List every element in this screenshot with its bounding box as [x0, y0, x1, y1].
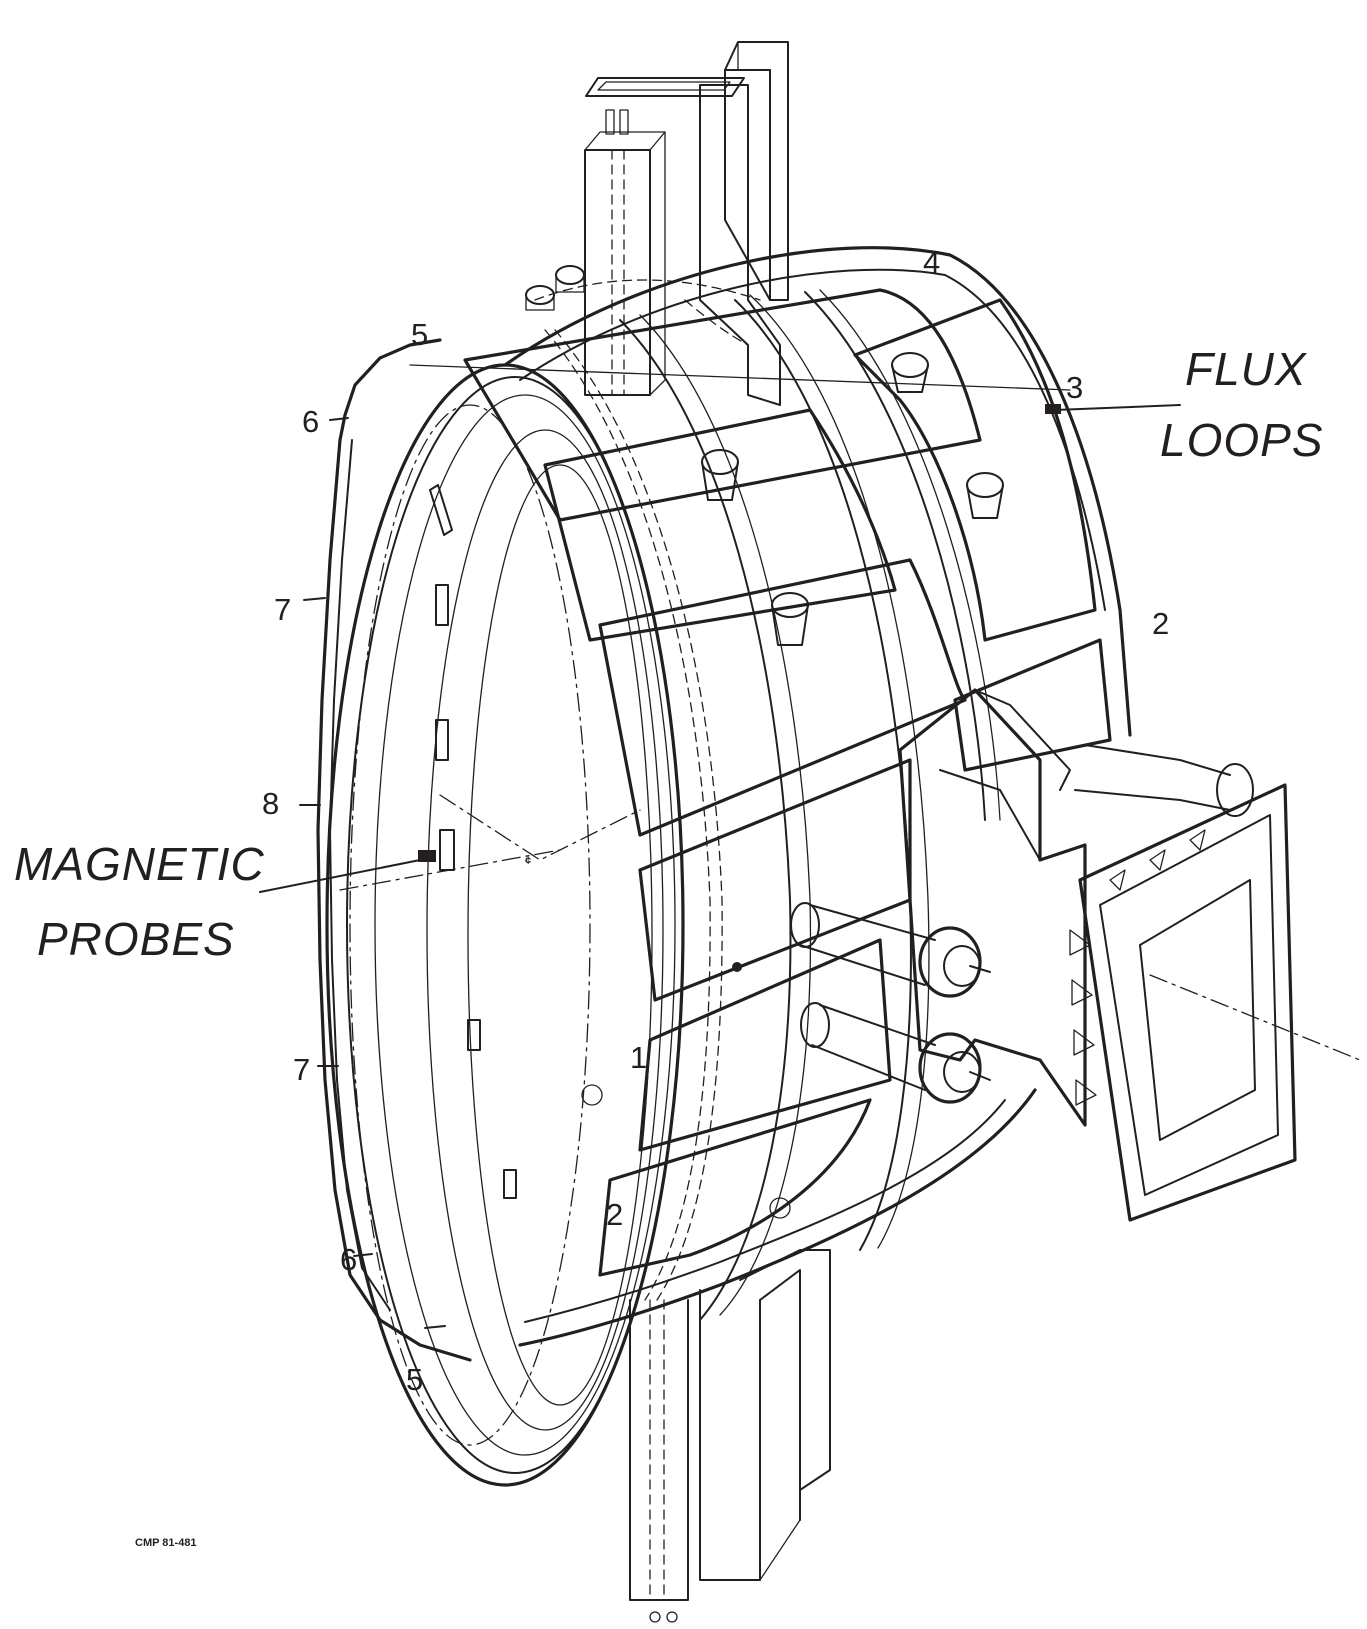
callout-8: 8 — [262, 786, 279, 821]
callout-1: 1 — [630, 1040, 647, 1075]
callout-6-top: 6 — [302, 404, 319, 439]
reference-code: CMP 81-481 — [135, 1537, 197, 1549]
annotations: FLUX LOOPS MAGNETIC PROBES CMP 81-481 — [14, 343, 1324, 1549]
vessel-panels — [463, 288, 1112, 1277]
callout-4: 4 — [923, 245, 940, 280]
vessel-body — [299, 246, 1132, 1487]
side-cylinders — [790, 902, 991, 1104]
bottom-ports — [629, 1249, 831, 1623]
flux-loop-leader — [409, 364, 1181, 414]
callout-5-bottom: 5 — [406, 1362, 423, 1397]
callout-7-top: 7 — [274, 592, 291, 627]
callout-2-bottom: 2 — [606, 1197, 623, 1232]
callout-7-bottom: 7 — [293, 1052, 310, 1087]
callout-numbers: 1 2 2 3 4 5 5 6 6 7 7 8 — [262, 245, 1169, 1397]
callout-6-bottom: 6 — [340, 1242, 357, 1277]
flux-label-line1: FLUX — [1185, 343, 1308, 395]
svg-text:¢: ¢ — [525, 855, 531, 867]
sockets — [525, 265, 1004, 1219]
callout-3: 3 — [1066, 370, 1083, 405]
callout-2-right: 2 — [1152, 606, 1169, 641]
side-port — [898, 688, 1361, 1222]
magnetic-label-line2: PROBES — [37, 913, 235, 965]
magnetic-label-line1: MAGNETIC — [14, 838, 265, 890]
top-ports — [534, 41, 789, 406]
flux-label-line2: LOOPS — [1160, 414, 1324, 466]
magnetic-probe-detail: ¢ — [259, 484, 641, 1199]
callout-5-top: 5 — [411, 317, 428, 352]
